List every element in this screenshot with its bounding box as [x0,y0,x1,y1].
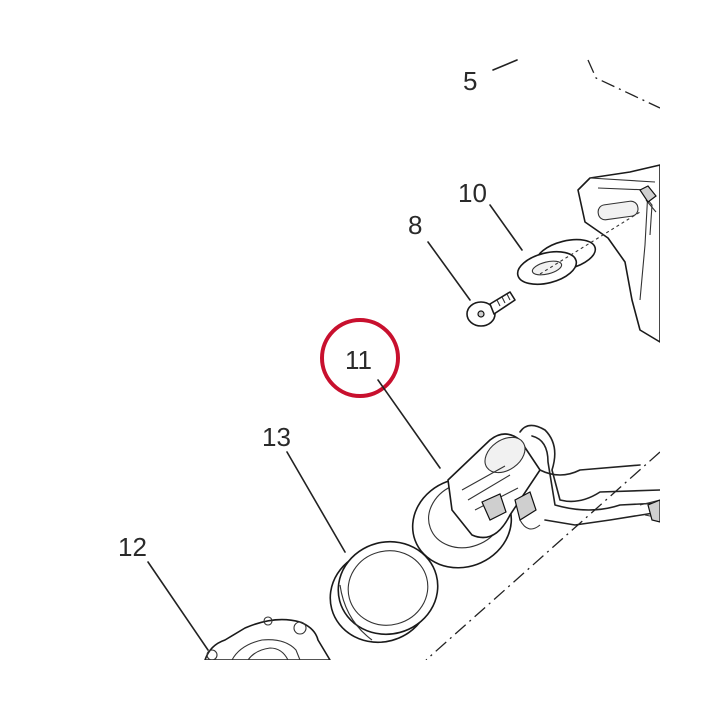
highlight-ring-11 [320,318,400,398]
leader-10 [489,204,523,251]
part-13-seal-ring: 13 [262,422,439,644]
callout-13[interactable]: 13 [262,422,291,452]
leader-11 [377,379,441,469]
callout-12[interactable]: 12 [118,532,147,562]
callout-8[interactable]: 8 [408,210,422,240]
reference-line-tank [425,451,661,661]
part-5: 5 [463,59,661,109]
callout-10[interactable]: 10 [458,178,487,208]
leader-13 [286,451,346,553]
part-8-screw: 8 [408,210,516,327]
leader-8 [427,241,471,301]
leader-12 [147,561,209,651]
crop-mask-bottom [0,660,720,720]
frame-bracket [577,164,661,343]
part-12-tank-flange: 12 [118,532,331,661]
crop-mask-right [660,0,720,720]
callout-11[interactable]: 11 [345,345,372,375]
callout-5[interactable]: 5 [463,66,477,96]
part-11-fuel-pump: 11 [320,318,661,569]
leader-5 [492,59,518,71]
reference-line-5 [587,59,661,109]
part-10-grommet: 10 [458,178,641,286]
